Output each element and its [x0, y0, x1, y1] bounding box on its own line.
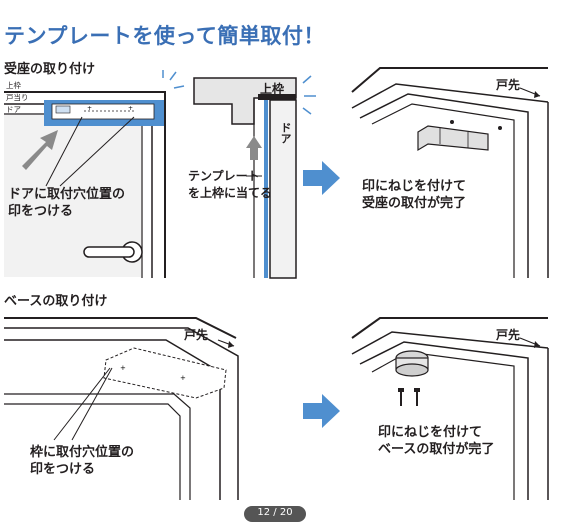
frame-template-illustration: + + [4, 317, 239, 500]
caption-mark-frame: 枠に取付穴位置の 印をつける [30, 444, 134, 478]
next-arrow-1 [303, 161, 340, 195]
label-upper-frame: 上枠 [260, 82, 285, 96]
label-door-stop: 戸当り [6, 93, 29, 102]
caption-line: 印にねじを付けて [378, 425, 483, 440]
next-arrow-2 [303, 394, 340, 428]
label-door: ドア [279, 122, 292, 144]
caption-line: 印にねじを付けて [362, 179, 467, 194]
push-arrow [22, 130, 58, 170]
label-door-tip-2: 戸先 [184, 328, 209, 342]
screw-icon [414, 388, 420, 406]
caption-line: 印をつける [30, 462, 96, 477]
receiver-installed-illustration [351, 67, 549, 278]
door-template-illustration: + + [4, 70, 185, 278]
caption-line: 受座の取付が完了 [362, 196, 467, 211]
caption-line: 印をつける [8, 204, 74, 219]
caption-line: ドアに取付穴位置の [8, 187, 126, 202]
caption-mark-door: ドアに取付穴位置の 印をつける [8, 186, 125, 220]
screw-icon [398, 388, 404, 406]
caption-line: ベースの取付が完了 [378, 442, 495, 457]
caption-line: テンプレート [188, 169, 260, 183]
label-upper-frame-small: 上枠 [6, 81, 21, 90]
label-door-tip-1: 戸先 [496, 78, 521, 92]
cross-section-illustration [193, 75, 316, 279]
caption-template-to-frame: テンプレート を上枠に当てる [188, 168, 272, 202]
caption-base-done: 印にねじを付けて ベースの取付が完了 [378, 424, 494, 458]
template-on-frame [103, 347, 227, 399]
door-handle-icon [83, 241, 143, 263]
caption-line: 枠に取付穴位置の [30, 445, 135, 460]
svg-text:+: + [128, 105, 133, 112]
caption-receiver-done: 印にねじを付けて 受座の取付が完了 [362, 178, 466, 212]
label-door-tip-3: 戸先 [496, 328, 521, 342]
section-base-title: ベースの取り付け [4, 294, 108, 309]
base-installed-illustration [351, 317, 549, 500]
receiver-part [417, 125, 489, 152]
svg-text:+: + [87, 105, 92, 112]
page-indicator[interactable]: 12 / 20 [244, 506, 306, 522]
caption-line: を上枠に当てる [188, 186, 273, 200]
section-receiver-title: 受座の取り付け [4, 62, 96, 77]
svg-text:+: + [180, 374, 186, 382]
up-arrow [246, 136, 262, 160]
label-door-small: ドア [6, 105, 21, 114]
page-title: テンプレートを使って簡単取付！ [4, 24, 325, 48]
svg-text:+: + [120, 364, 126, 372]
